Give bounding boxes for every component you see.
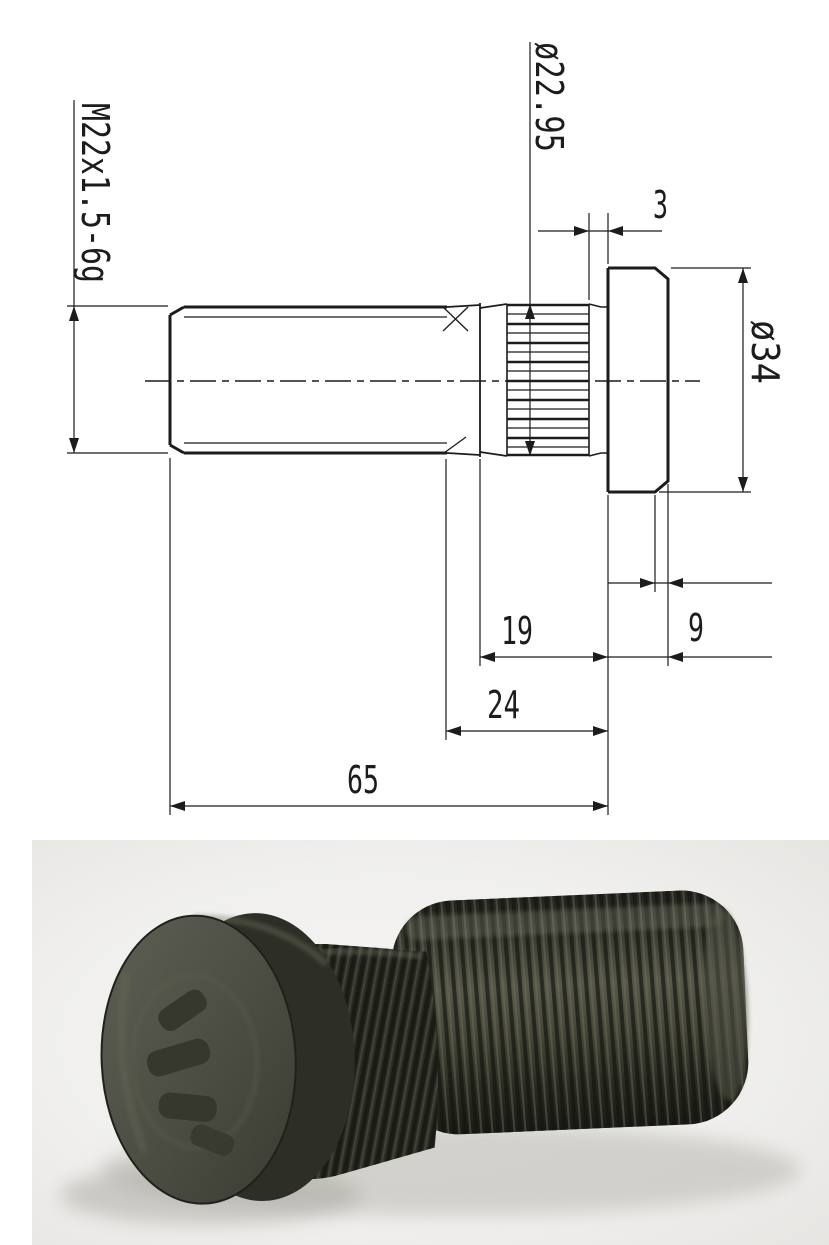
arrowhead-left bbox=[170, 801, 185, 811]
dimension-head-chamfer bbox=[608, 484, 772, 666]
taper-outline bbox=[479, 303, 508, 457]
thread-tip-chamfer bbox=[703, 908, 749, 1101]
serration-section bbox=[506, 303, 608, 457]
thread-outline bbox=[168, 305, 447, 455]
extension-lines bbox=[588, 213, 609, 300]
arrowhead-up bbox=[738, 268, 748, 283]
label-24: 24 bbox=[487, 683, 520, 727]
arrowhead-down bbox=[525, 441, 535, 456]
stud-image bbox=[100, 890, 749, 1205]
arrowhead-right-9 bbox=[668, 652, 683, 662]
arrowhead-right-19 bbox=[593, 652, 608, 662]
arrowhead-right bbox=[574, 226, 589, 236]
neck-outline bbox=[446, 303, 481, 457]
label-head-diameter: ø34 bbox=[743, 320, 787, 384]
arrowhead-down bbox=[738, 477, 748, 492]
label-19: 19 bbox=[501, 609, 533, 653]
serration-lines-thin bbox=[507, 313, 589, 448]
stud-head bbox=[100, 913, 355, 1205]
head-outline bbox=[606, 266, 670, 494]
threaded-shank bbox=[391, 890, 749, 1135]
dimension-19-and-9 bbox=[479, 459, 772, 666]
head-face-inner-ring bbox=[130, 973, 259, 1150]
thread-root-lines bbox=[184, 316, 447, 444]
thread-runout-marks bbox=[442, 306, 469, 454]
arrowhead-right bbox=[593, 801, 608, 811]
arrowhead-left bbox=[608, 226, 623, 236]
extension-lines bbox=[67, 305, 168, 454]
dimension-thread-spec bbox=[67, 100, 168, 454]
arrowhead-left-19 bbox=[480, 652, 495, 662]
extension-lines bbox=[654, 484, 669, 666]
label-9: 9 bbox=[688, 606, 704, 650]
label-gap-3: 3 bbox=[653, 183, 668, 227]
head-face-highlight bbox=[117, 972, 149, 1154]
dimension-head-diameter bbox=[659, 267, 751, 493]
arrowhead-up bbox=[525, 304, 535, 319]
arrowhead-left bbox=[668, 578, 683, 588]
arrowhead-right bbox=[640, 578, 655, 588]
thread-top-highlight bbox=[405, 903, 725, 941]
dimension-serration-diameter bbox=[525, 42, 535, 456]
serration-lines-thick bbox=[507, 303, 589, 457]
dimension-65 bbox=[169, 458, 609, 815]
stud-outline bbox=[168, 303, 508, 457]
head-marking-embossed bbox=[146, 989, 234, 1156]
label-serration-diameter: ø22.95 bbox=[527, 42, 571, 152]
technical-drawing: M22x1.5-6g ø22.95 3 ø34 19 9 24 65 bbox=[67, 42, 787, 815]
arrowhead-up bbox=[69, 306, 79, 321]
thread-rings bbox=[391, 890, 749, 1135]
arrowhead-right bbox=[593, 726, 608, 736]
arrowhead-left bbox=[446, 726, 461, 736]
extension-lines bbox=[659, 267, 751, 493]
dimension-24 bbox=[445, 459, 608, 740]
dimension-gap-3 bbox=[538, 213, 662, 300]
label-thread-spec: M22x1.5-6g bbox=[73, 103, 117, 283]
extension-lines bbox=[169, 458, 609, 815]
stud-photo bbox=[32, 840, 829, 1245]
arrowhead-down bbox=[69, 438, 79, 453]
label-65: 65 bbox=[347, 758, 379, 802]
